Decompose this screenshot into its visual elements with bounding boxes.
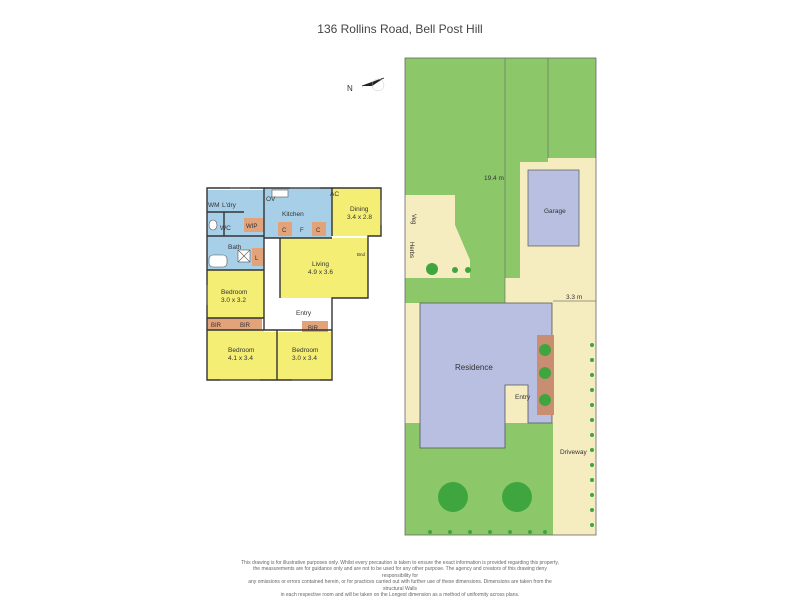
disclaimer-line: any omissions or errors contained herein… — [248, 579, 552, 592]
wc-label: WC — [220, 225, 231, 232]
floor-plan — [206, 187, 382, 381]
disclaimer-line: This drawing is for illustrative purpose… — [241, 560, 559, 566]
wip-label: WIP — [246, 224, 257, 230]
bir-3-label: BIR — [308, 326, 319, 332]
bedroom-3-label: Bedroom — [292, 347, 318, 354]
entry-label: Entry — [296, 310, 312, 317]
c1-label: C — [282, 228, 287, 234]
plan-title: 136 Rollins Road, Bell Post Hill — [317, 22, 483, 36]
bedroom-3 — [277, 332, 331, 380]
bir-cupboard-1 — [207, 318, 229, 330]
bedroom-2-label: Bedroom — [228, 347, 254, 354]
bedroom-2-size: 4.1 x 3.4 — [228, 355, 253, 362]
linen-cupboard — [252, 248, 264, 266]
driveway-label: Driveway — [560, 449, 587, 456]
cupboard-c1 — [278, 222, 292, 236]
veg-bed — [405, 195, 417, 278]
shrub-icon — [539, 394, 551, 406]
bir-cupboard-2 — [229, 318, 262, 330]
disclaimer-line: the measurements are for guidance only a… — [253, 566, 547, 579]
residence-label: Residence — [455, 363, 493, 372]
tree-icon — [502, 482, 532, 512]
herbs-bed — [417, 195, 470, 278]
shrub-icon — [452, 267, 458, 273]
kitchen-label: Kitchen — [282, 211, 304, 218]
garage-building — [527, 169, 580, 247]
driveway-area — [553, 333, 596, 535]
shrub-icon — [539, 344, 551, 356]
bench-label: Bnd — [357, 252, 366, 257]
tree-icon — [438, 482, 468, 512]
bir-2-label: BIR — [240, 323, 251, 329]
ac-label: AC — [330, 191, 339, 198]
bedroom-2 — [207, 330, 277, 380]
herbs-label: Herbs — [408, 242, 414, 258]
bir-1-label: BIR — [211, 323, 222, 329]
sink-icon — [271, 189, 289, 198]
bedroom-1-label: Bedroom — [221, 289, 247, 296]
disclaimer-line: in each respective room and will be take… — [280, 592, 520, 599]
living-size: 4.9 x 3.6 — [308, 269, 333, 276]
north-label: N — [347, 84, 353, 93]
f-label: F — [300, 228, 304, 234]
dining-room — [332, 188, 381, 236]
north-arrow-icon — [361, 77, 385, 92]
site-entry-label: Entry — [515, 394, 531, 401]
living-room — [280, 238, 368, 298]
site-width-label: 19.4 m — [484, 175, 504, 182]
living-label: Living — [312, 261, 329, 268]
toilet-icon — [208, 219, 218, 231]
bedroom-3-size: 3.0 x 3.4 — [292, 355, 317, 362]
shrub-icon — [539, 367, 551, 379]
bir-cupboard-3 — [302, 321, 328, 332]
linen-label: L — [255, 256, 259, 262]
bathtub-icon — [208, 254, 228, 268]
bedroom-1-size: 3.0 x 3.2 — [221, 297, 246, 304]
veg-label: Veg — [410, 214, 416, 224]
bath-label: Bath — [228, 244, 242, 251]
cupboard-c2 — [312, 222, 326, 236]
laundry-label: L'dry — [222, 202, 237, 209]
oven-label: OV — [266, 196, 276, 203]
side-setback-label: 3.3 m — [566, 294, 582, 301]
shrub-icon — [465, 267, 471, 273]
c2-label: C — [316, 228, 321, 234]
wip-cupboard — [244, 218, 264, 232]
dining-label: Dining — [350, 206, 369, 213]
garage-label: Garage — [544, 208, 566, 215]
wm-label: WM — [208, 202, 220, 209]
dining-size: 3.4 x 2.8 — [347, 214, 372, 221]
bedroom-1 — [207, 270, 264, 318]
site-plan — [404, 57, 597, 536]
shrub-icon — [426, 263, 438, 275]
disclaimer: This drawing is for illustrative purpose… — [240, 560, 560, 598]
